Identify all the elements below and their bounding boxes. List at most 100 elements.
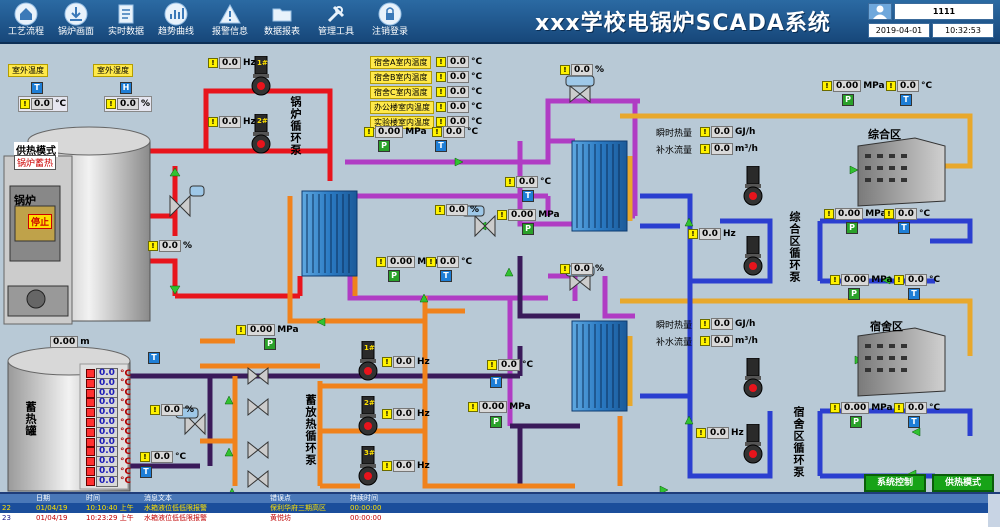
- outdoor-hum-label: 室外湿度: [93, 64, 133, 77]
- pump-number: 3#: [364, 449, 375, 457]
- room-temp-label: 宿舍C室内温度: [370, 86, 432, 99]
- nav-button-5[interactable]: 数据报表: [258, 2, 306, 42]
- pump-icon[interactable]: [740, 165, 766, 209]
- pressure-tag: P: [846, 222, 858, 234]
- user-icon[interactable]: [868, 3, 892, 20]
- zone1-heat-label: 瞬时热量: [656, 129, 693, 139]
- boiler-pump-label: 锅炉循环泵: [289, 96, 302, 156]
- zone1-pump-label: 综合区循环泵: [788, 211, 801, 283]
- pressure-tag: P: [850, 416, 862, 428]
- outdoor-hum-value: !0.0%: [104, 96, 152, 112]
- pressure-tag: P: [842, 94, 854, 106]
- page-title: xxx学校电锅炉SCADA系统: [535, 11, 831, 36]
- pressure-tag: P: [490, 416, 502, 428]
- nav-button-2[interactable]: 实时数据: [102, 2, 150, 42]
- user-panel: 1111 2019-04-01 10:32:53: [868, 3, 996, 40]
- heating-mode-value[interactable]: 锅炉蓄热: [14, 155, 57, 170]
- storage-pump-label: 蓄放热循环泵: [304, 394, 317, 466]
- download-icon: [64, 2, 88, 26]
- temp-tag: T: [31, 82, 43, 94]
- temp-tag: T: [522, 190, 534, 202]
- nav-label: 报警信息: [211, 27, 248, 37]
- nav-button-1[interactable]: 锅炉画面: [52, 2, 100, 42]
- nav-label: 管理工具: [317, 27, 354, 37]
- nav-button-3[interactable]: 趋势曲线: [152, 2, 200, 42]
- tank-name: 蓄热罐: [24, 401, 37, 437]
- boiler-valve-pct: !0.0%: [148, 240, 192, 252]
- zone2-return-temp: !0.0°C: [894, 402, 940, 414]
- system-control-button[interactable]: 系统控制: [864, 474, 926, 492]
- process-diagram: 1#2#1#2#3# 室外温度 T !0.0°C 室外湿度 H !0.0% 供热…: [0, 46, 1000, 492]
- room-temp-value: !0.0°C: [436, 56, 482, 68]
- zone1-return-temp: !0.0°C: [884, 208, 930, 220]
- nav-button-0[interactable]: 工艺流程: [2, 2, 50, 42]
- tank-temp-row: 0.0°C: [86, 475, 131, 487]
- zone2-makeup-label: 补水流量: [656, 338, 693, 348]
- nav-label: 数据报表: [263, 27, 300, 37]
- alarm-scrollbar[interactable]: [988, 494, 1000, 527]
- pump-icon[interactable]: [740, 423, 766, 467]
- pump-icon[interactable]: 3#: [355, 445, 381, 489]
- loop-temp: !0.0°C: [432, 126, 478, 138]
- hx1-temp: !0.0°C: [426, 256, 472, 268]
- hx1-inlet-temp: !0.0°C: [505, 176, 551, 188]
- temp-tag: T: [900, 94, 912, 106]
- table-row[interactable]: 22 01/04/19 10:10:40 上午 水箱液位低低限报警 保利华府三期…: [0, 503, 1000, 513]
- pump-icon[interactable]: 1#: [248, 55, 274, 99]
- pump-icon[interactable]: 1#: [355, 340, 381, 384]
- zone1-name: 综合区: [868, 128, 901, 141]
- pressure-tag: P: [522, 223, 534, 235]
- temp-tag: T: [908, 416, 920, 428]
- tank-temp-row: 0.0°C: [86, 387, 131, 399]
- nav-label: 注销登录: [371, 27, 408, 37]
- pump-icon[interactable]: [740, 235, 766, 279]
- heating-mode-button[interactable]: 供热模式: [932, 474, 994, 492]
- user-name: 1111: [894, 3, 994, 20]
- hx1-valve-pct: !0.0%: [435, 204, 479, 216]
- tank-valve-pct: !0.0%: [150, 404, 194, 416]
- room-temp-value: !0.0°C: [436, 101, 482, 113]
- temp-tag: T: [490, 376, 502, 388]
- zone1-makeup-label: 补水流量: [656, 146, 693, 156]
- pump-icon[interactable]: 2#: [355, 395, 381, 439]
- document-icon: [114, 2, 138, 26]
- room-temp-value: !0.0°C: [436, 86, 482, 98]
- tank-temp-row: 0.0°C: [86, 446, 131, 458]
- temp-tag: T: [898, 222, 910, 234]
- temp-tag: T: [435, 140, 447, 152]
- lock-icon: [378, 2, 402, 26]
- room-temp-value: !0.0°C: [436, 71, 482, 83]
- pressure-tag: P: [264, 338, 276, 350]
- pressure-tag: P: [378, 140, 390, 152]
- storage-temp: !0.0°C: [487, 359, 533, 371]
- hx3-valve-pct: !0.0%: [560, 263, 604, 275]
- pump-icon[interactable]: 2#: [248, 113, 274, 157]
- pump-icon[interactable]: [740, 357, 766, 401]
- boiler-name: 锅炉: [14, 194, 36, 207]
- table-row[interactable]: 23 01/04/19 10:23:29 上午 水箱液位低低限报警 黄悦坊 00…: [2, 514, 382, 522]
- pump-number: 2#: [257, 117, 268, 125]
- nav-label: 工艺流程: [7, 27, 44, 37]
- nav-button-7[interactable]: 注销登录: [366, 2, 414, 42]
- boiler-status[interactable]: 停止: [28, 214, 53, 229]
- alarm-table-header: 日期 时间 消息文本 错误点 持续时间: [0, 494, 1000, 503]
- outdoor-temp-label: 室外温度: [8, 64, 48, 77]
- temp-tag: T: [148, 352, 160, 364]
- room-temp-label: 办公楼室内温度: [370, 101, 434, 114]
- nav-button-4[interactable]: 报警信息: [206, 2, 254, 42]
- pump-number: 1#: [364, 344, 375, 352]
- date-display: 2019-04-01: [868, 23, 930, 38]
- nav-button-6[interactable]: 管理工具: [312, 2, 360, 42]
- pressure-tag: P: [848, 288, 860, 300]
